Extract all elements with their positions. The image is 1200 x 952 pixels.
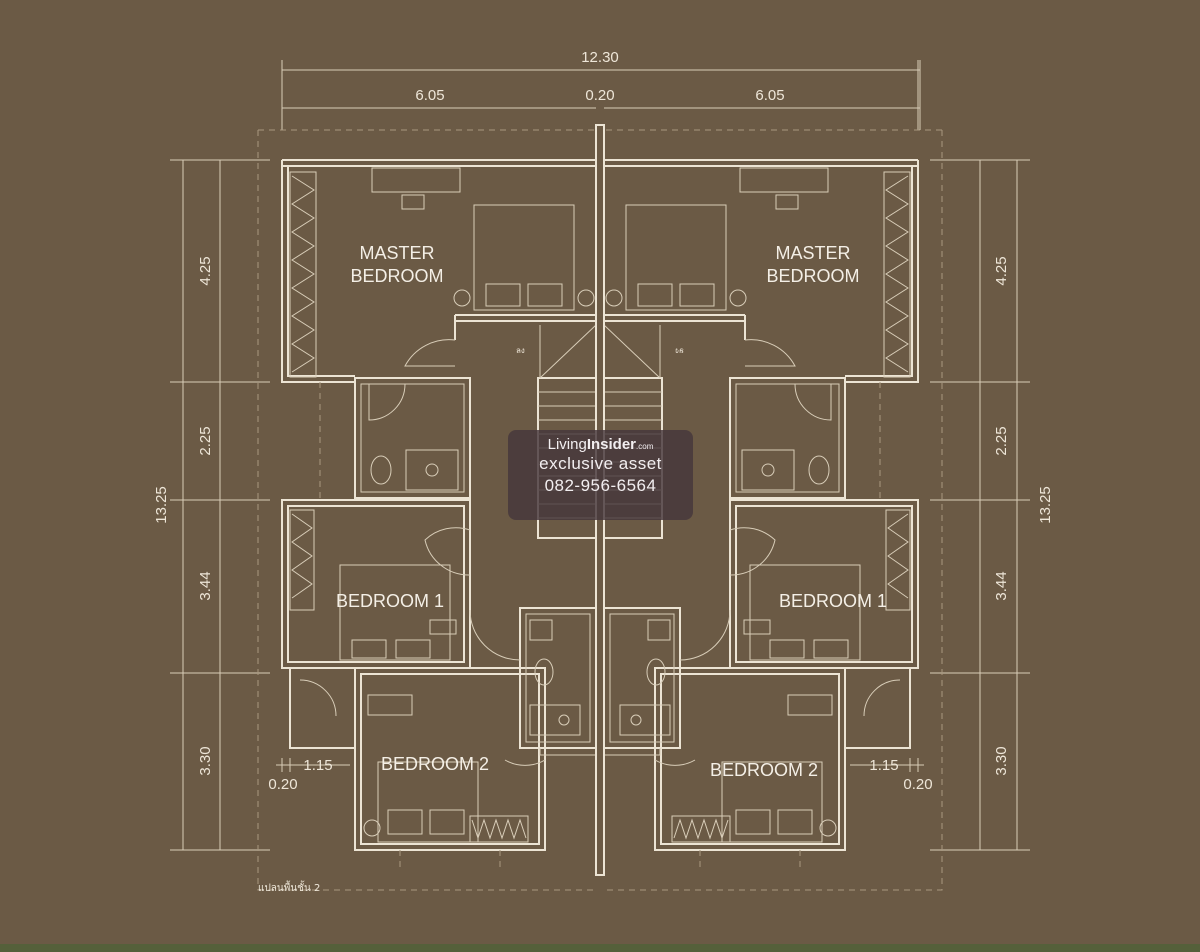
watermark-phone: 082-956-6564 [544, 476, 657, 495]
dim-seg-1-left: 4.25 [197, 256, 214, 285]
dim-total-depth-left: 13.25 [153, 486, 170, 524]
watermark-logo: LivingInsider.com [547, 436, 654, 453]
dim-party-wall: 0.20 [585, 87, 614, 104]
room-label-master-left-1: MASTER [359, 243, 434, 263]
room-label-master-left-2: BEDROOM [350, 266, 443, 286]
dim-total-depth-right: 13.25 [1037, 486, 1054, 524]
room-label-bedroom1-left: BEDROOM 1 [336, 591, 444, 611]
dim-offset-left: 0.20 [268, 776, 297, 793]
bottom-strip [0, 944, 1200, 952]
room-label-bedroom2-left: BEDROOM 2 [381, 754, 489, 774]
room-label-bedroom1-right: BEDROOM 1 [779, 591, 887, 611]
room-label-master-right-1: MASTER [775, 243, 850, 263]
dim-seg-4-right: 3.30 [993, 746, 1010, 775]
dim-seg-2-left: 2.25 [197, 426, 214, 455]
dim-offset-right: 0.20 [903, 776, 932, 793]
dim-seg-1-right: 4.25 [993, 256, 1010, 285]
dim-right-width: 6.05 [755, 87, 784, 104]
dim-seg-2-right: 2.25 [993, 426, 1010, 455]
dim-seg-3-right: 3.44 [993, 571, 1010, 600]
room-label-master-right-2: BEDROOM [766, 266, 859, 286]
room-label-bedroom2-right: BEDROOM 2 [710, 760, 818, 780]
dim-seg-3-left: 3.44 [197, 571, 214, 600]
dim-small-right: 1.15 [869, 757, 898, 774]
watermark-tagline: exclusive asset [539, 454, 662, 473]
dim-seg-4-left: 3.30 [197, 746, 214, 775]
dim-small-left: 1.15 [303, 757, 332, 774]
watermark: LivingInsider.com exclusive asset 082-95… [508, 430, 693, 520]
dim-total-width: 12.30 [581, 49, 619, 66]
plan-caption: แปลนพื้นชั้น 2 [258, 883, 321, 894]
dim-left-width: 6.05 [415, 87, 444, 104]
